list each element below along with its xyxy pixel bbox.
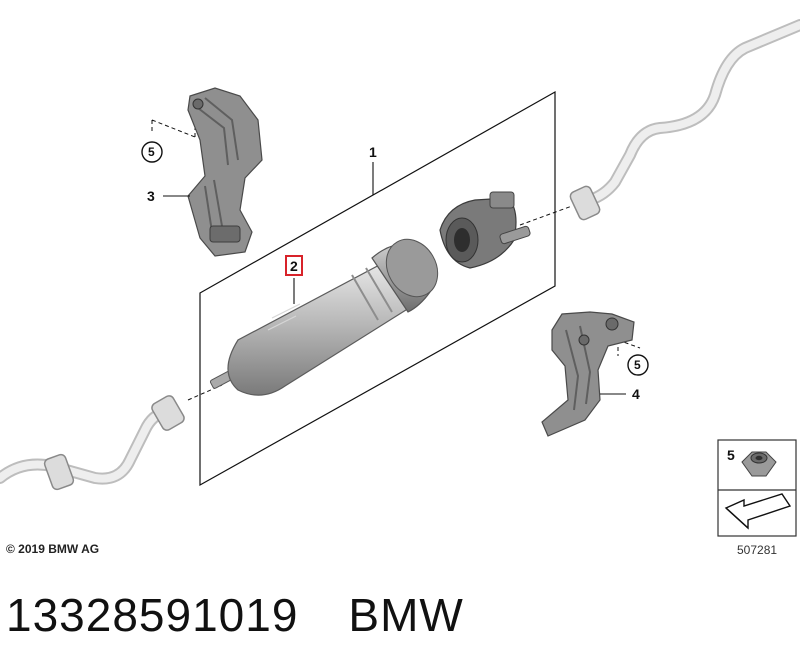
bracket-lower — [541, 311, 635, 437]
legend-box: 5 — [717, 439, 797, 537]
copyright-notice: © 2019 BMW AG — [6, 542, 100, 556]
legend-number: 5 — [727, 447, 735, 463]
leader-lines — [163, 162, 626, 395]
callout-3: 3 — [147, 188, 155, 204]
brand-name: BMW — [348, 589, 464, 641]
parts-diagram: 1 2 3 4 5 5 5 — [0, 19, 800, 537]
callout-2: 2 — [290, 258, 298, 274]
callout-5-circle-upper — [141, 141, 163, 163]
callout-5-upper: 5 — [148, 145, 155, 159]
part-caption: 13328591019 BMW — [6, 588, 464, 642]
pressure-valve — [439, 191, 531, 269]
callout-2-highlight-box — [285, 255, 303, 276]
part-number: 13328591019 — [6, 589, 299, 641]
fuel-pipe-lower — [0, 395, 185, 491]
assembly-frame — [199, 90, 556, 487]
fuel-filter — [209, 238, 439, 396]
callout-1: 1 — [369, 144, 377, 160]
bracket-upper — [187, 87, 263, 257]
fuel-pipe-upper — [569, 19, 800, 221]
nut-icon — [741, 451, 777, 477]
diagram-number: 507281 — [737, 543, 778, 557]
callout-5-circle-lower — [627, 354, 649, 376]
callout-4: 4 — [632, 386, 640, 402]
callout-5-lower: 5 — [634, 358, 641, 372]
wedge-arrow-icon — [724, 493, 792, 530]
